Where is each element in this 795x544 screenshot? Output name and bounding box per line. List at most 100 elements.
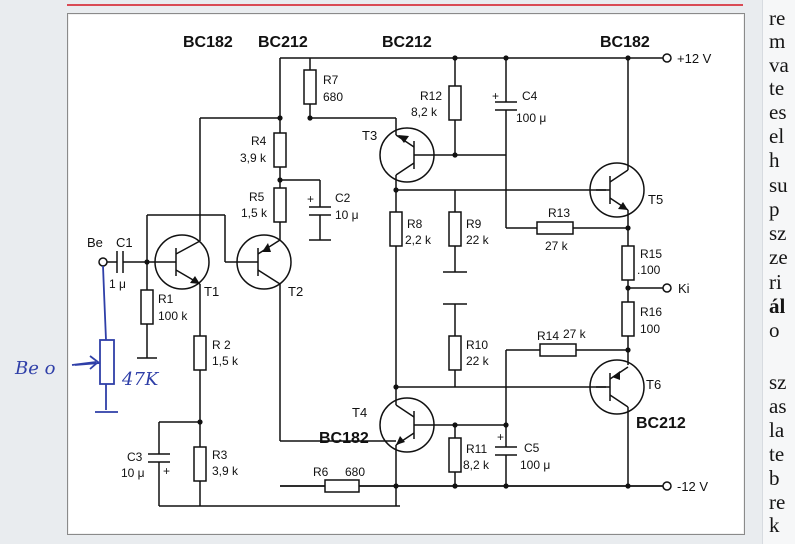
label-r12v: 8,2 k: [411, 105, 438, 119]
adjacent-text-line: va: [769, 53, 789, 77]
t1-emitter-network: [148, 335, 400, 507]
label-top-bc212-2: BC212: [382, 34, 432, 51]
adjacent-text-line: su: [769, 173, 788, 197]
label-r2: R 2: [212, 338, 231, 352]
label-c2-plus: +: [307, 192, 314, 206]
transistor-t4: [379, 387, 506, 506]
adjacent-text-line: ze: [769, 245, 788, 269]
label-r16v: 100: [640, 322, 660, 336]
adjacent-text-line: te: [769, 76, 785, 100]
label-c2v: 10 μ: [335, 208, 359, 222]
adjacent-text-line: la: [769, 418, 785, 442]
label-r11: R11: [466, 442, 487, 456]
label-top-bc182-2: BC182: [600, 34, 650, 51]
label-r13v: 27 k: [545, 239, 569, 253]
label-r2v: 1,5 k: [212, 354, 239, 368]
label-c4v: 100 μ: [516, 111, 546, 125]
adjacent-text-line: sz: [769, 221, 787, 245]
label-r6v: 680: [345, 465, 365, 479]
label-r9v: 22 k: [466, 233, 490, 247]
label-c3: C3: [127, 450, 143, 464]
label-t4: T4: [352, 405, 367, 420]
adjacent-text-line: re: [769, 490, 786, 514]
top-rule: [67, 4, 743, 6]
label-t1: T1: [204, 284, 219, 299]
transistor-t1: [154, 118, 210, 336]
label-top-bc182-1: BC182: [183, 34, 233, 51]
handwritten-labels: Be o 47K: [14, 358, 160, 390]
label-r4v: 3,9 k: [240, 151, 267, 165]
adjacent-text-line: h: [769, 148, 780, 172]
label-r1v: 100 k: [158, 309, 188, 323]
adjacent-text-line: ál: [769, 294, 786, 318]
t2-network: [200, 58, 396, 241]
label-r7: R7: [323, 73, 339, 87]
label-top-bc212-1: BC212: [258, 34, 308, 51]
label-c1v: 1 μ: [109, 277, 126, 291]
label-r14: R14: [537, 329, 559, 343]
label-minus12: -12 V: [677, 479, 708, 494]
label-r3: R3: [212, 448, 228, 462]
label-ki: Ki: [678, 281, 690, 296]
driver-network: [389, 55, 628, 390]
label-r7v: 680: [323, 90, 343, 104]
label-r15: R15: [640, 247, 662, 261]
lower-network: [280, 343, 663, 493]
handwritten-potentiometer: [71, 265, 118, 413]
adjacent-text-line: re: [769, 6, 786, 30]
label-r8v: 2,2 k: [405, 233, 432, 247]
label-r4: R4: [251, 134, 267, 148]
label-r6: R6: [313, 465, 329, 479]
label-r10v: 22 k: [466, 354, 490, 368]
label-r13: R13: [548, 206, 570, 220]
label-t2: T2: [288, 284, 303, 299]
label-r11v: 8,2 k: [463, 458, 490, 472]
label-r9: R9: [466, 217, 482, 231]
label-plus12: +12 V: [677, 51, 712, 66]
label-r8: R8: [407, 217, 423, 231]
label-c5v: 100 μ: [520, 458, 550, 472]
label-r3v: 3,9 k: [212, 464, 239, 478]
adjacent-text-line: es: [769, 100, 787, 124]
label-r14v: 27 k: [563, 327, 587, 341]
label-c3v: 10 μ: [121, 466, 145, 480]
label-t4-type: BC182: [319, 430, 369, 447]
label-r15v: .100: [637, 263, 661, 277]
label-r5: R5: [249, 190, 265, 204]
input-network: [98, 214, 243, 359]
label-t5: T5: [648, 192, 663, 207]
component-labels: BC182 BC212 BC212 BC182 +12 V -12 V Be K…: [87, 34, 712, 494]
label-t6-type: BC212: [636, 415, 686, 432]
label-r10: R10: [466, 338, 488, 352]
adjacent-text-line: ri: [769, 270, 782, 294]
label-c2: C2: [335, 191, 351, 205]
adjacent-text-column: [762, 0, 795, 544]
adjacent-text-line: p: [769, 197, 780, 221]
label-r5v: 1,5 k: [241, 206, 268, 220]
adjacent-text-line: as: [769, 394, 787, 418]
label-c4: C4: [522, 89, 538, 103]
adjacent-text-line: sz: [769, 370, 787, 394]
label-r1: R1: [158, 292, 174, 306]
label-c1: C1: [116, 235, 133, 250]
label-c5: C5: [524, 441, 540, 455]
adjacent-text-line: el: [769, 124, 785, 148]
hand-be-label: Be o: [14, 358, 56, 379]
label-c4-plus: +: [492, 89, 499, 103]
label-t6: T6: [646, 377, 661, 392]
transistor-t3: [379, 118, 506, 212]
label-r12: R12: [420, 89, 442, 103]
label-t3: T3: [362, 128, 377, 143]
adjacent-text-line: te: [769, 442, 785, 466]
label-be: Be: [87, 235, 103, 250]
adjacent-text-line: m: [769, 29, 786, 53]
label-c5-plus: +: [497, 430, 504, 444]
adjacent-text-line: o: [769, 318, 780, 342]
adjacent-text-line: k: [769, 513, 780, 537]
adjacent-text-line: b: [769, 466, 780, 490]
output-stage: [589, 55, 672, 489]
hand-pot-label: 47K: [121, 369, 160, 390]
transistor-t2: [236, 222, 396, 442]
